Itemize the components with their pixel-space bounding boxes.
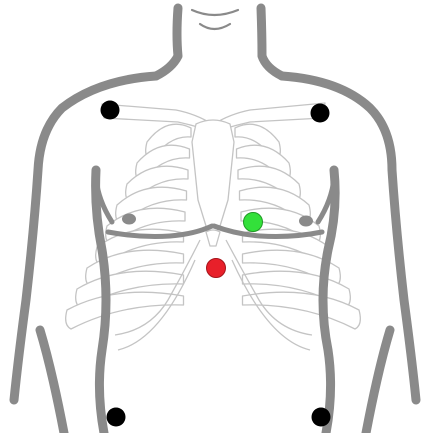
electrode-right-leg[interactable]: [107, 408, 126, 427]
right-arm-inner: [40, 330, 64, 433]
right-nipple: [122, 214, 136, 225]
electrode-chest-red[interactable]: [207, 259, 226, 278]
left-arm-inner: [366, 330, 390, 433]
sternum: [192, 120, 234, 238]
neck-left: [261, 8, 282, 76]
chin: [192, 10, 238, 29]
electrode-left-arm[interactable]: [311, 104, 330, 123]
neck-right: [156, 8, 178, 76]
electrode-chest-green[interactable]: [244, 213, 263, 232]
electrode-right-arm[interactable]: [101, 101, 120, 120]
left-nipple: [299, 216, 313, 227]
chin-top-line: [192, 10, 238, 15]
xiphoid: [206, 230, 220, 246]
electrode-left-leg[interactable]: [312, 408, 331, 427]
chin-curve: [200, 24, 230, 29]
